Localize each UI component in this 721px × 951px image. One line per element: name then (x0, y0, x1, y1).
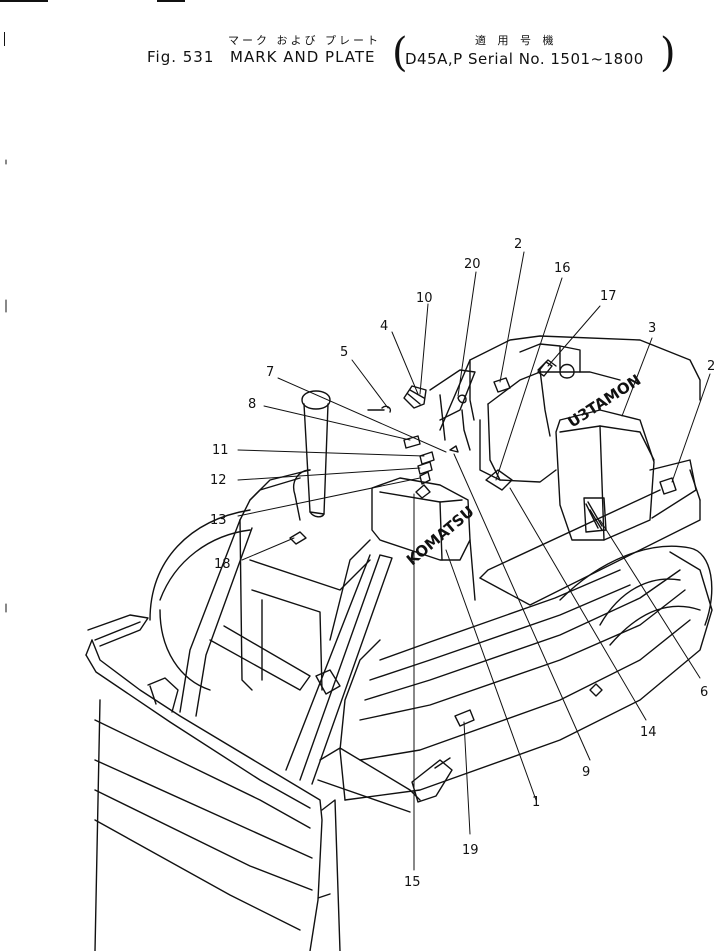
mark-8 (403, 435, 421, 449)
open-paren: ( (392, 30, 408, 76)
plate-10 (403, 385, 427, 409)
margin-mark (4, 32, 5, 46)
left-track (149, 509, 251, 691)
mark-15 (415, 484, 431, 499)
bolt-5-head (381, 405, 392, 413)
exhaust-pipe (301, 390, 331, 518)
mark-14 (485, 469, 513, 491)
blade (85, 614, 341, 951)
callout-14: 14 (640, 725, 657, 740)
mark-2-left (493, 377, 511, 393)
callout-9: 9 (582, 765, 590, 780)
callout-13: 13 (210, 513, 227, 528)
top-rule-right (157, 0, 185, 2)
callout-7: 7 (266, 365, 274, 380)
serial-label-japanese: 適 用 号 機 (475, 34, 558, 47)
callout-18: 18 (214, 557, 231, 572)
push-frame (179, 519, 453, 813)
callout-4: 4 (380, 319, 388, 334)
title-japanese: マーク および プレート (228, 34, 381, 47)
figure-title: MARK AND PLATE (230, 48, 376, 66)
callout-5: 5 (340, 345, 348, 360)
mark-13 (419, 471, 431, 485)
callout-12: 12 (210, 473, 227, 488)
callout-20: 20 (464, 257, 481, 272)
callout-11: 11 (212, 443, 229, 458)
cab-deck (367, 335, 701, 606)
callout-17: 17 (600, 289, 617, 304)
engine-hood (239, 469, 476, 691)
mark-9 (449, 445, 459, 453)
callout-2-right: 2 (707, 359, 715, 374)
serial-range: D45A,P Serial No. 1501~1800 (405, 50, 644, 68)
plate-19 (454, 709, 475, 727)
callout-15: 15 (404, 875, 421, 890)
callout-6: 6 (700, 685, 708, 700)
callout-numbers: 1 2 2 3 4 5 6 7 8 9 10 11 12 13 14 15 16… (210, 237, 715, 890)
figure-header: マーク および プレート Fig. 531 MARK AND PLATE ( 適… (0, 0, 721, 90)
mark-18 (289, 531, 307, 545)
mark-20 (457, 394, 467, 404)
mark-2-right (659, 477, 677, 495)
utamon-decal: U3TAMON (564, 371, 644, 432)
callout-19: 19 (462, 843, 479, 858)
callout-8: 8 (248, 397, 256, 412)
callout-10: 10 (416, 291, 433, 306)
callout-1: 1 (532, 795, 540, 810)
right-track (339, 545, 713, 801)
figure-number: Fig. 531 (147, 48, 215, 66)
close-paren: ) (660, 30, 676, 76)
mark-12 (417, 461, 433, 475)
top-rule-left (0, 0, 48, 2)
callout-16: 16 (554, 261, 571, 276)
mark-11 (419, 451, 435, 465)
mark-17 (537, 361, 553, 377)
callout-2-top: 2 (514, 237, 522, 252)
leader-lines (237, 251, 711, 871)
callout-3: 3 (648, 321, 656, 336)
